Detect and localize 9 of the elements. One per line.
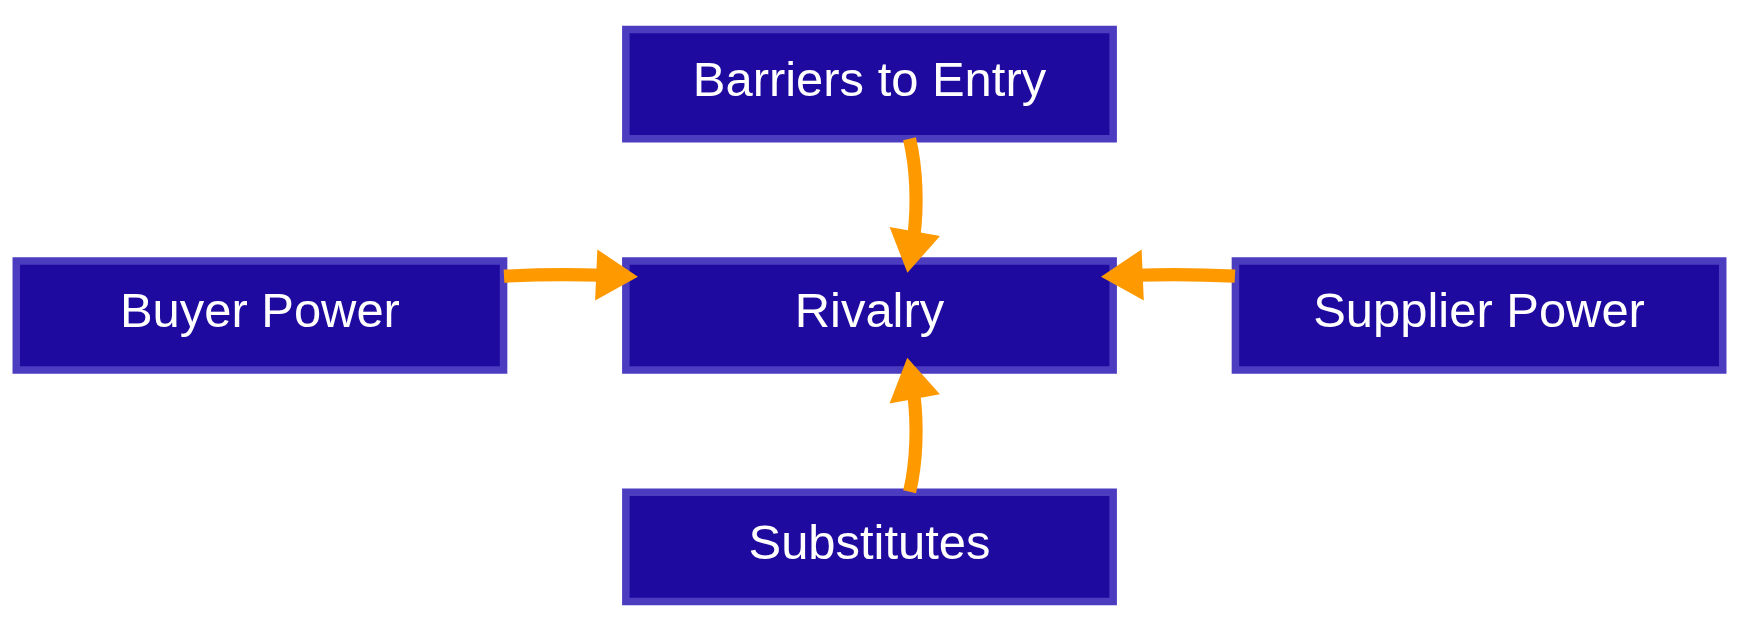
arrow <box>889 357 940 494</box>
arrow <box>503 249 638 301</box>
node-box: Rivalry <box>622 257 1117 374</box>
node-box: Buyer Power <box>12 257 508 374</box>
node-box: Substitutes <box>622 488 1117 606</box>
arrow <box>889 137 940 273</box>
node-box: Supplier Power <box>1231 257 1727 374</box>
arrow <box>1101 249 1236 301</box>
node-box: Barriers to Entry <box>622 25 1117 143</box>
